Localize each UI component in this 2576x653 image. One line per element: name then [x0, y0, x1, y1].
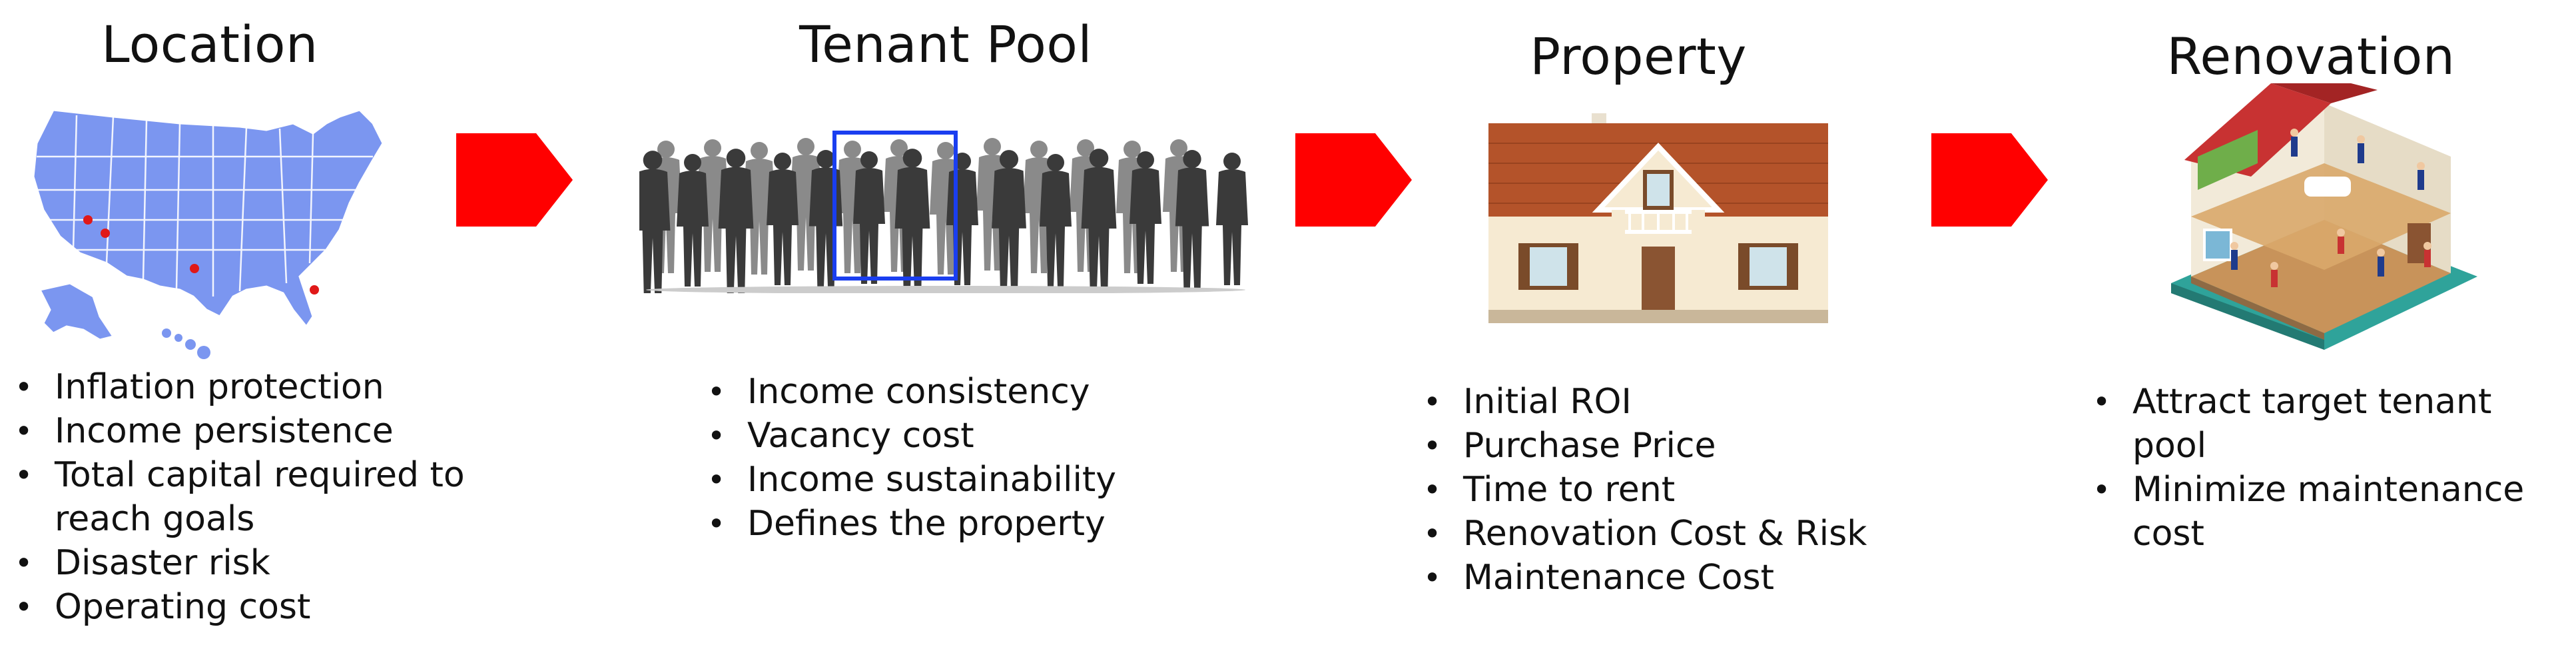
list-item: Minimize maintenance cost — [2091, 468, 2571, 556]
list-item: Attract target tenant pool — [2091, 380, 2571, 468]
us-map-icon — [32, 109, 384, 359]
location-bullet-list: Inflation protection Income persistence … — [13, 365, 519, 629]
property-bullet-list: Initial ROI Purchase Price Time to rent … — [1422, 380, 1968, 600]
list-item: Initial ROI — [1422, 380, 1968, 424]
stage-title-property: Property — [1530, 27, 1747, 86]
list-item: Total capital required to reach goals — [13, 453, 519, 541]
selection-highlight-box — [832, 131, 958, 281]
list-item: Income persistence — [13, 409, 519, 453]
renovation-bullet-list: Attract target tenant pool Minimize main… — [2091, 380, 2571, 556]
crowd-silhouette-icon — [639, 138, 1248, 293]
list-item: Maintenance Cost — [1422, 556, 1968, 600]
arrow-right-icon — [456, 133, 573, 227]
list-item: Income sustainability — [706, 458, 1212, 502]
stage-title-tenant-pool: Tenant Pool — [799, 15, 1092, 74]
tenant-pool-bullet-list: Income consistency Vacancy cost Income s… — [706, 370, 1212, 546]
list-item: Defines the property — [706, 502, 1212, 546]
list-item: Income consistency — [706, 370, 1212, 414]
stage-title-location: Location — [101, 15, 318, 74]
list-item: Renovation Cost & Risk — [1422, 512, 1968, 556]
stage-title-renovation: Renovation — [2166, 27, 2455, 86]
list-item: Purchase Price — [1422, 424, 1968, 468]
renovation-house-icon — [2171, 83, 2477, 350]
list-item: Vacancy cost — [706, 414, 1212, 458]
house-icon — [1488, 113, 1828, 323]
list-item: Operating cost — [13, 585, 519, 629]
list-item: Inflation protection — [13, 365, 519, 409]
arrow-right-icon — [1931, 133, 2048, 227]
list-item: Time to rent — [1422, 468, 1968, 512]
list-item: Disaster risk — [13, 541, 519, 585]
arrow-right-icon — [1295, 133, 1412, 227]
